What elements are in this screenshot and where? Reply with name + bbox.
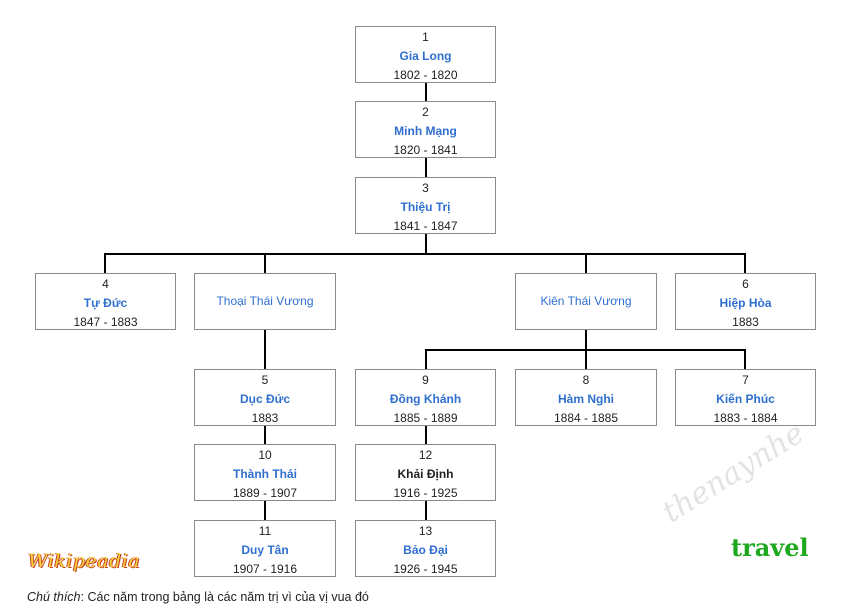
connector-khai-dinh-bao-dai [425,500,427,520]
drop-thoai-thai-vuong [264,253,266,273]
connector-kien-bus [585,329,587,350]
node-ham-nghi: 8 Hàm Nghi 1884 - 1885 [515,369,657,426]
node-thanh-thai: 10 Thành Thái 1889 - 1907 [194,444,336,501]
node-years: 1820 - 1841 [393,143,458,157]
node-number: 13 [418,524,433,538]
drop-kien-phuc [744,349,746,369]
node-name-link[interactable]: Minh Mạng [394,124,457,138]
node-years: 1847 - 1883 [73,315,138,329]
node-name-link[interactable]: Thành Thái [233,467,297,481]
node-name-link[interactable]: Hiệp Hòa [719,296,772,310]
connector-2-3 [425,157,427,177]
node-kien-thai-vuong: Kiên Thái Vương [515,273,657,330]
node-years: 1889 - 1907 [232,486,298,500]
connector-thoai-duc-duc [264,329,266,369]
connector-thanh-thai-duy-tan [264,500,266,520]
drop-kien-thai-vuong [585,253,587,273]
node-number: 10 [258,448,272,462]
travel-watermark: travel [731,533,809,562]
node-number: 12 [418,448,433,462]
footnote-text: : Các năm trong bảng là các năm trị vì c… [80,590,369,604]
node-years: 1907 - 1916 [232,562,298,576]
node-thoai-thai-vuong: Thoại Thái Vương [194,273,336,330]
node-name-link[interactable]: Bảo Đại [403,543,448,557]
drop-hiep-hoa [744,253,746,273]
connector-duc-duc-thanh-thai [264,425,266,445]
footnote: Chú thích: Các năm trong bảng là các năm… [27,590,369,604]
wikipedia-watermark-logo: Wikipeadia [28,550,141,572]
node-duc-duc: 5 Dục Đức 1883 [194,369,336,426]
drop-dong-khanh [425,349,427,369]
node-hiep-hoa: 6 Hiệp Hòa 1883 [675,273,816,330]
node-kien-phuc: 7 Kiến Phúc 1883 - 1884 [675,369,816,426]
node-thieu-tri: 3 Thiệu Trị 1841 - 1847 [355,177,496,234]
node-name-link[interactable]: Đồng Khánh [389,392,462,406]
node-years: 1883 [251,411,279,425]
generation-bus-4 [104,253,746,255]
node-name-link[interactable]: Tự Đức [83,296,128,310]
connector-3-bus [425,233,427,254]
node-name-link[interactable]: Gia Long [399,49,452,63]
drop-tu-duc [104,253,106,273]
node-name-link[interactable]: Thiệu Trị [400,200,451,214]
drop-ham-nghi [585,349,587,369]
node-years: 1885 - 1889 [393,411,458,425]
node-name-link[interactable]: Dục Đức [239,392,291,406]
node-gia-long: 1 Gia Long 1802 - 1820 [355,26,496,83]
node-number: 3 [422,181,429,195]
node-years: 1802 - 1820 [393,68,458,82]
node-duy-tan: 11 Duy Tân 1907 - 1916 [194,520,336,577]
node-dong-khanh: 9 Đồng Khánh 1885 - 1889 [355,369,496,426]
node-name-link[interactable]: Hàm Nghi [557,392,614,406]
node-name-link[interactable]: Kiến Phúc [716,392,775,406]
node-years: 1926 - 1945 [393,562,458,576]
node-years: 1883 [732,315,759,329]
node-number: 11 [258,524,272,538]
connector-1-2 [425,82,427,102]
node-number: 9 [422,373,429,387]
node-number: 2 [422,105,429,119]
node-name-link[interactable]: Duy Tân [241,543,289,557]
connector-dong-khanh-khai-dinh [425,425,427,445]
node-years: 1916 - 1925 [393,486,458,500]
node-bao-dai: 13 Bảo Đại 1926 - 1945 [355,520,496,577]
footnote-label: Chú thích [27,590,81,604]
node-number: 5 [261,373,269,387]
node-years: 1884 - 1885 [553,411,619,425]
node-khai-dinh: 12 Khải Định 1916 - 1925 [355,444,496,501]
node-number: 6 [742,277,749,291]
node-number: 4 [102,277,109,291]
node-number: 8 [582,373,590,387]
node-minh-mang: 2 Minh Mạng 1820 - 1841 [355,101,496,158]
site-watermark: thenaynhe [656,415,811,530]
node-number: 7 [742,373,749,387]
node-tu-duc: 4 Tự Đức 1847 - 1883 [35,273,176,330]
node-name: Khải Định [397,467,454,481]
node-name-link[interactable]: Kiên Thái Vương [540,294,632,308]
node-years: 1883 - 1884 [713,411,778,425]
node-name-link[interactable]: Thoại Thái Vương [216,294,314,308]
node-number: 1 [422,30,429,44]
node-years: 1841 - 1847 [393,219,458,233]
